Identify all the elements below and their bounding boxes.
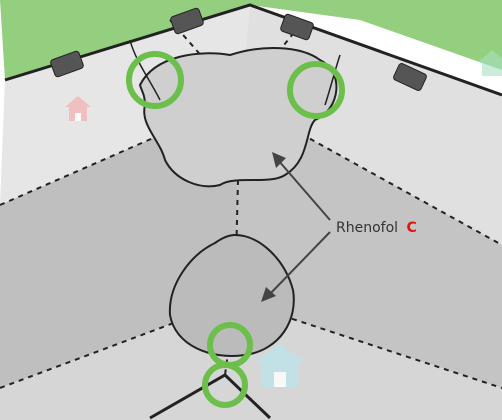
bottom-corner-edge	[149, 373, 272, 420]
arrow-icon	[277, 159, 331, 221]
house-watermark-icon	[255, 343, 305, 387]
arrow-icon	[272, 152, 286, 168]
floor-right	[235, 100, 502, 388]
arrow-icon	[261, 287, 276, 302]
callout-label: Rhenofol C	[336, 220, 417, 236]
callout-label-main: Rhenofol	[336, 220, 398, 236]
bottom-corner-floor	[0, 300, 502, 420]
callout-label-suffix: C	[407, 220, 417, 236]
seam-line-right	[324, 54, 341, 106]
edge-clip-icon	[170, 7, 204, 35]
arrow-icon	[267, 231, 331, 297]
seam-line-left	[129, 39, 161, 101]
lower-patch	[168, 233, 295, 357]
highlight-ring-upper-left	[126, 51, 184, 109]
highlight-ring-upper-right	[287, 61, 345, 119]
edge-clip-icon	[393, 62, 427, 92]
edge-clip-icon	[280, 13, 314, 41]
top-edge-line	[4, 3, 502, 97]
edge-clip-icon	[50, 50, 84, 78]
dashed-line-right-lower	[234, 299, 502, 389]
dashed-line-left-lower	[0, 299, 236, 389]
dashed-line-left-upper	[0, 99, 241, 206]
house-watermark-icon	[65, 96, 91, 121]
grass-area	[0, 0, 502, 80]
house-watermark-icon	[478, 50, 502, 76]
highlight-ring-lower-2	[202, 362, 248, 408]
upper-patch	[138, 47, 338, 188]
